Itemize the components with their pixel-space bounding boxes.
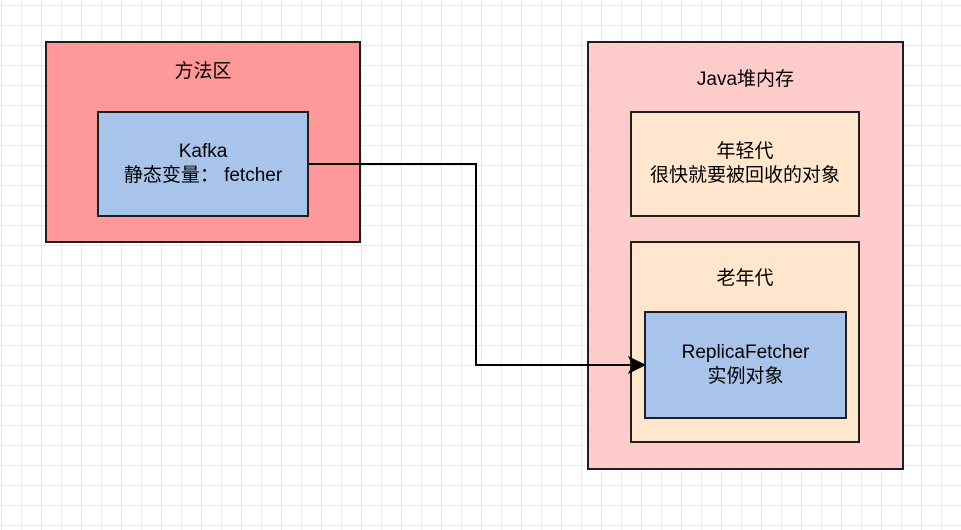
young-generation-box: 年轻代 很快就要被回收的对象 [630, 111, 860, 217]
young-generation-title: 年轻代 [716, 141, 774, 162]
java-heap-title: Java堆内存 [696, 69, 795, 90]
method-area-title: 方法区 [174, 61, 232, 82]
old-generation-title: 老年代 [716, 268, 774, 289]
kafka-label: Kafka [178, 141, 228, 162]
young-generation-description: 很快就要被回收的对象 [649, 165, 840, 186]
fetcher-static-variable-label: 静态变量： fetcher [123, 165, 283, 186]
instance-object-label: 实例对象 [707, 366, 784, 387]
replica-fetcher-label: ReplicaFetcher [681, 342, 810, 363]
kafka-static-variable-box: Kafka 静态变量： fetcher [97, 111, 309, 217]
replica-fetcher-object-box: ReplicaFetcher 实例对象 [644, 311, 847, 419]
